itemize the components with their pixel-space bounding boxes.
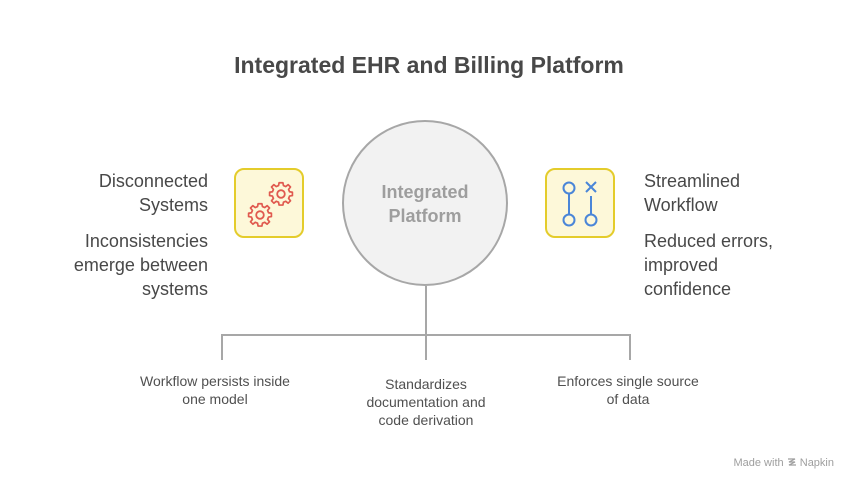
left-heading: Disconnected Systems <box>38 169 208 217</box>
right-heading-line: Streamlined <box>644 171 741 191</box>
right-heading: Streamlined Workflow <box>644 169 824 217</box>
left-icon-box <box>234 168 304 238</box>
branch-text-line: one model <box>182 391 248 407</box>
branch-text-line: Standardizes <box>385 376 467 392</box>
left-description-line: Inconsistencies <box>84 231 208 251</box>
left-heading-line: Disconnected <box>98 171 208 191</box>
center-label-line: Integrated <box>381 182 469 202</box>
branch-text-center: Standardizes documentation and code deri… <box>346 375 506 429</box>
branch-text-left: Workflow persists inside one model <box>125 372 305 408</box>
left-description-line: emerge between <box>73 255 208 275</box>
gears-icon <box>247 181 294 227</box>
branch-text-right: Enforces single source of data <box>538 372 718 408</box>
left-description: Inconsistencies emerge between systems <box>38 229 208 301</box>
workflow-nodes-icon <box>562 181 598 227</box>
left-heading-line: Systems <box>138 195 208 215</box>
branch-text-line: documentation and <box>366 394 486 410</box>
left-description-line: systems <box>141 279 208 299</box>
branch-text-line: Enforces single source <box>557 373 699 389</box>
napkin-logo-icon <box>787 457 797 467</box>
branch-text-line: of data <box>606 391 650 407</box>
watermark-brand: Napkin <box>799 457 834 469</box>
right-description-line: confidence <box>644 279 732 299</box>
right-description-line: improved <box>644 255 719 275</box>
watermark-prefix: Made with <box>733 457 784 469</box>
watermark: Made with Napkin <box>733 457 834 469</box>
right-heading-line: Workflow <box>644 195 718 215</box>
center-circle <box>342 120 508 286</box>
right-icon-box <box>545 168 615 238</box>
diagram-title: Integrated EHR and Billing Platform <box>234 52 624 78</box>
branch-text-line: code derivation <box>378 412 474 428</box>
center-label-line: Platform <box>388 206 462 226</box>
right-description-line: Reduced errors, <box>644 231 774 251</box>
center-label: Integrated Platform <box>342 180 508 228</box>
right-description: Reduced errors, improved confidence <box>644 229 824 301</box>
branch-text-line: Workflow persists inside <box>140 373 290 389</box>
